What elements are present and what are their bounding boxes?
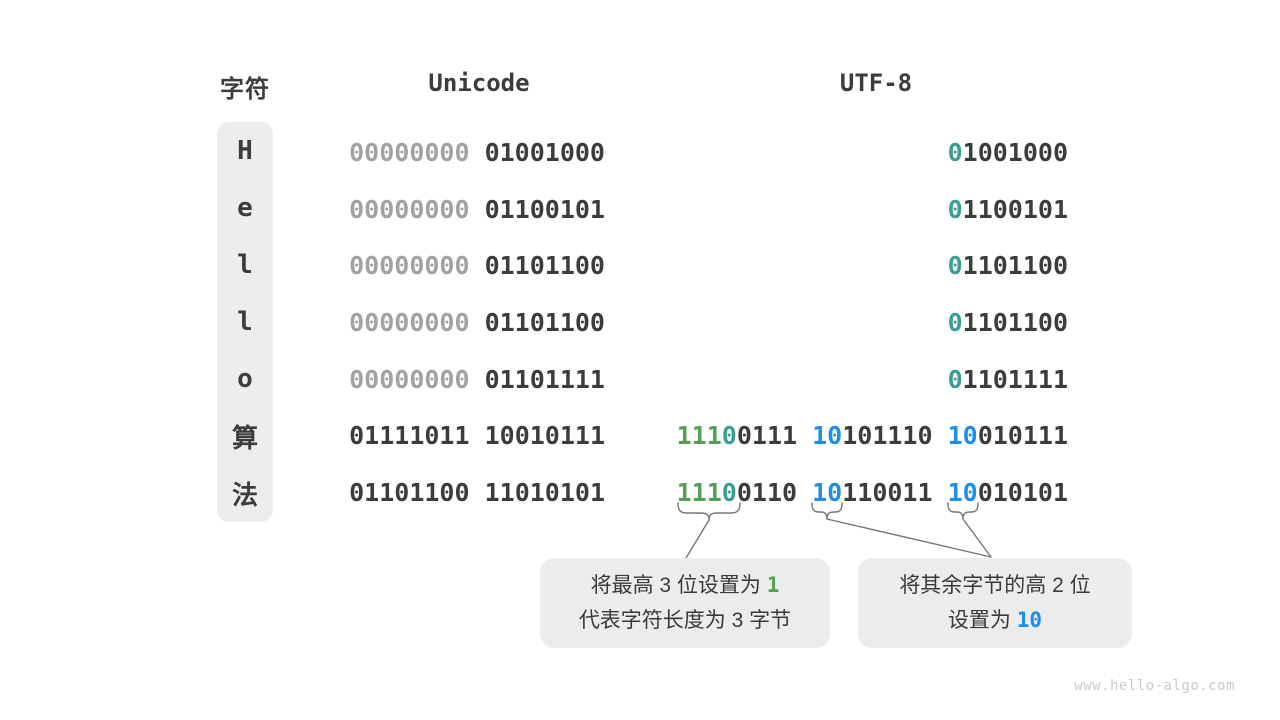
- bit-segment: 0: [947, 364, 963, 394]
- callout-right-line1-text: 将其余字节的高 2 位: [899, 574, 1091, 597]
- bit-segment: 00000000: [349, 194, 485, 224]
- bit-segment: 10: [812, 477, 843, 507]
- connector-line-left-callout: [685, 519, 710, 559]
- bit-segment: 1001000: [962, 137, 1068, 167]
- bit-segment: 0110: [736, 477, 813, 507]
- bit-segment: 1101100: [962, 251, 1068, 281]
- char-cell: e: [237, 192, 253, 223]
- char-column-header: 字符: [220, 76, 270, 103]
- char-cell: o: [237, 364, 253, 395]
- char-cell: l: [237, 249, 253, 280]
- callout-left-line-1: 将最高 3 位设置为 1: [591, 568, 780, 603]
- callout-right-line2-text: 设置为: [947, 609, 1017, 632]
- bit-segment: 110011: [842, 477, 948, 507]
- callout-continuation-bits: 将其余字节的高 2 位 设置为 10: [858, 558, 1132, 648]
- unicode-value: 00000000 01001000: [330, 124, 605, 181]
- unicode-value: 00000000 01101100: [330, 237, 605, 294]
- unicode-value: 00000000 01100101: [330, 181, 605, 238]
- bit-segment: 010111: [977, 421, 1068, 451]
- bit-segment: 01100101: [484, 194, 605, 224]
- bit-segment: 01101100: [484, 307, 605, 337]
- unicode-value: 01101100 11010101: [330, 464, 605, 521]
- callout-left-line2-text: 代表字符长度为 3 字节: [578, 609, 792, 632]
- callout-right-highlight: 10: [1016, 608, 1043, 632]
- bit-segment: 101110: [842, 421, 948, 451]
- unicode-column-header: Unicode: [428, 69, 530, 97]
- bit-segment: 0: [947, 137, 963, 167]
- bit-segment: 01101100: [484, 251, 605, 281]
- callout-left-line-2: 代表字符长度为 3 字节: [579, 603, 791, 638]
- bit-segment: 00000000: [349, 251, 485, 281]
- char-cell: 法: [231, 480, 258, 511]
- bit-segment: 0: [947, 251, 963, 281]
- bit-segment: 1100101: [962, 194, 1068, 224]
- bit-segment: 10: [947, 477, 978, 507]
- bit-segment: 10: [812, 421, 843, 451]
- bit-segment: 0: [721, 421, 737, 451]
- bit-segment: 0: [947, 307, 963, 337]
- utf8-column-header: UTF-8: [839, 69, 913, 97]
- bit-segment: 01111011 10010111: [349, 421, 605, 451]
- bit-segment: 1101111: [962, 364, 1068, 394]
- bit-segment: 0: [947, 194, 963, 224]
- callout-left-highlight: 1: [766, 573, 780, 597]
- unicode-value: 00000000 01101100: [330, 294, 605, 351]
- unicode-value: 01111011 10010111: [330, 407, 605, 464]
- connector-line-right-callout-b: [962, 518, 992, 558]
- char-cell: 算: [231, 423, 258, 454]
- bit-segment: 111: [676, 477, 722, 507]
- callout-leading-bits: 将最高 3 位设置为 1 代表字符长度为 3 字节: [540, 558, 830, 648]
- bit-segment: 10: [947, 421, 978, 451]
- callout-right-line-2: 设置为 10: [948, 603, 1042, 638]
- watermark: www.hello-algo.com: [1074, 678, 1235, 694]
- bit-segment: 111: [676, 421, 722, 451]
- callout-right-line-1: 将其余字节的高 2 位: [899, 568, 1090, 603]
- char-cell: H: [237, 135, 253, 166]
- bit-segment: 1101100: [962, 307, 1068, 337]
- char-cell: l: [237, 306, 253, 337]
- bit-segment: 01101111: [484, 364, 605, 394]
- bit-segment: 0: [721, 477, 737, 507]
- unicode-value: 00000000 01101111: [330, 351, 605, 408]
- bit-segment: 01001000: [484, 137, 605, 167]
- bit-segment: 00000000: [349, 364, 485, 394]
- bit-segment: 01101100 11010101: [349, 477, 605, 507]
- bit-segment: 010101: [977, 477, 1068, 507]
- bit-segment: 00000000: [349, 307, 485, 337]
- bit-segment: 00000000: [349, 137, 485, 167]
- connector-line-right-callout-a: [826, 518, 992, 558]
- callout-left-line1-text: 将最高 3 位设置为: [590, 574, 767, 597]
- bit-segment: 0111: [736, 421, 813, 451]
